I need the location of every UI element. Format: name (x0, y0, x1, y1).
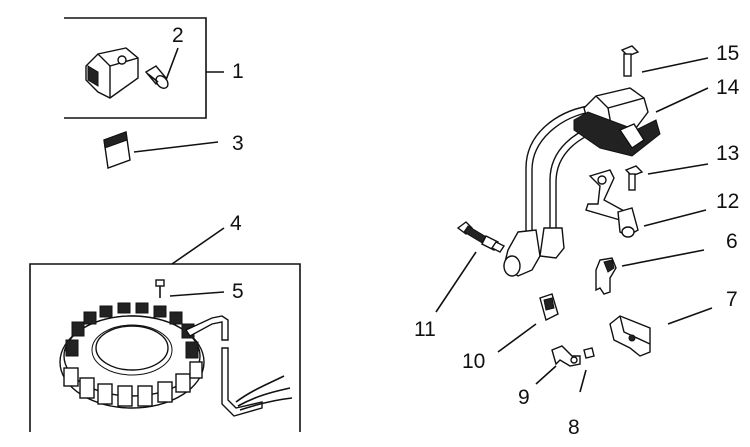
ignition-module-icon (85, 47, 139, 99)
bolt-icon (624, 163, 709, 191)
decal-icon (103, 131, 219, 169)
grommet-icon (497, 293, 559, 353)
callout-4: 4 (230, 212, 242, 235)
mounting-bracket-icon (585, 169, 707, 238)
callout-labels: 1 2 3 4 5 6 7 8 9 10 11 12 13 14 15 (172, 24, 740, 439)
callout-6: 6 (726, 230, 738, 253)
callout-3: 3 (232, 132, 244, 155)
clamp-icon (595, 249, 705, 295)
screw-icon (579, 347, 595, 393)
callout-10: 10 (462, 350, 485, 373)
stator-assembly-icon (59, 302, 293, 417)
kit-box-4 (29, 227, 301, 432)
ignition-coil-icon (503, 87, 709, 277)
bolt-icon (620, 45, 709, 77)
callout-5: 5 (232, 280, 244, 303)
callout-12: 12 (716, 190, 739, 213)
callout-2: 2 (172, 24, 184, 47)
screw-icon (155, 279, 225, 298)
callout-15: 15 (716, 42, 739, 65)
callout-11: 11 (414, 318, 436, 341)
callout-7: 7 (726, 288, 738, 311)
screw-icon (144, 47, 179, 89)
clip-icon (535, 345, 581, 385)
callout-8: 8 (568, 416, 580, 439)
callout-13: 13 (716, 142, 739, 165)
callout-9: 9 (518, 386, 530, 409)
bracket-icon (609, 307, 713, 357)
spark-plug-icon (435, 221, 506, 313)
callout-14: 14 (716, 76, 740, 99)
callout-1: 1 (232, 60, 244, 83)
kit-box-1 (64, 17, 224, 119)
